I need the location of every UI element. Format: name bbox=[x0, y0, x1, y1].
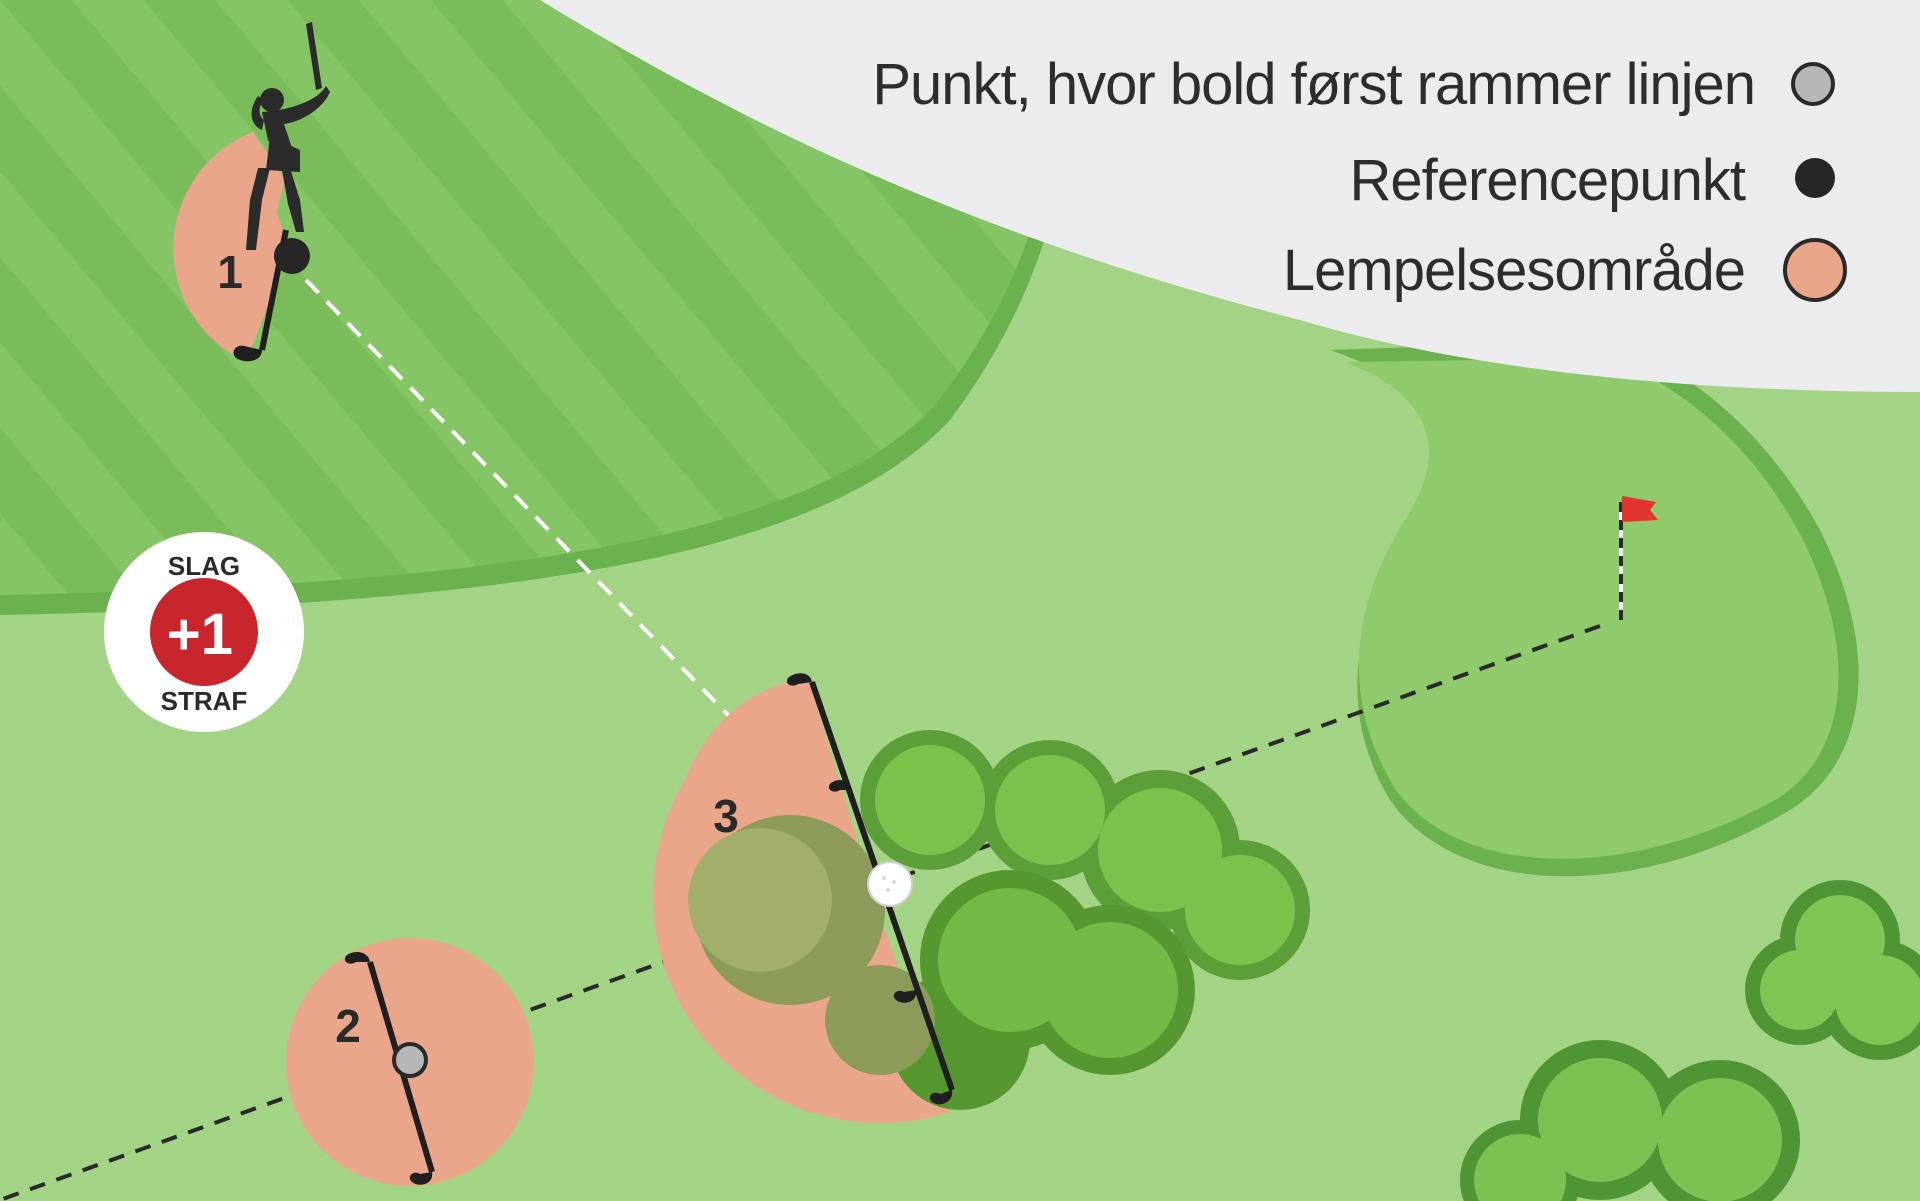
legend-relief-label: Lempelsesområde bbox=[1283, 238, 1745, 303]
legend-first-cross-label: Punkt, hvor bold først rammer linjen bbox=[872, 52, 1755, 117]
reference-point-1 bbox=[274, 238, 310, 274]
legend-dark-dot-icon bbox=[1795, 158, 1835, 198]
flag-pin-icon bbox=[1619, 496, 1658, 620]
legend-reference-label: Referencepunkt bbox=[1350, 148, 1746, 213]
legend-gray-dot-icon bbox=[1791, 62, 1835, 106]
club-3-bottom-head bbox=[929, 1090, 953, 1105]
club-1-head bbox=[233, 345, 262, 362]
golfer-silhouette-icon bbox=[246, 22, 330, 250]
green-surface bbox=[1345, 358, 1839, 859]
golf-ball-icon bbox=[867, 861, 913, 907]
club-3-mid-head bbox=[828, 780, 852, 792]
tree-cluster-icon bbox=[1460, 880, 1920, 1201]
first-cross-point-2 bbox=[392, 1042, 428, 1078]
penalty-value: +1 bbox=[167, 602, 233, 667]
penalty-top-text: SLAG bbox=[168, 551, 240, 581]
club-3-low-head bbox=[893, 990, 917, 1003]
legend-panel bbox=[540, 0, 1920, 392]
club-2-bottom-head bbox=[409, 1172, 433, 1185]
club-2-top-head bbox=[344, 952, 370, 964]
penalty-badge: +1 SLAG STRAF bbox=[104, 532, 304, 732]
penalty-bottom-text: STRAF bbox=[161, 686, 248, 716]
relief-area-2-number: 2 bbox=[335, 1000, 361, 1052]
club-3-top-head bbox=[786, 673, 812, 686]
legend-relief-circle-icon bbox=[1783, 238, 1847, 302]
relief-area-1-number: 1 bbox=[217, 246, 243, 298]
